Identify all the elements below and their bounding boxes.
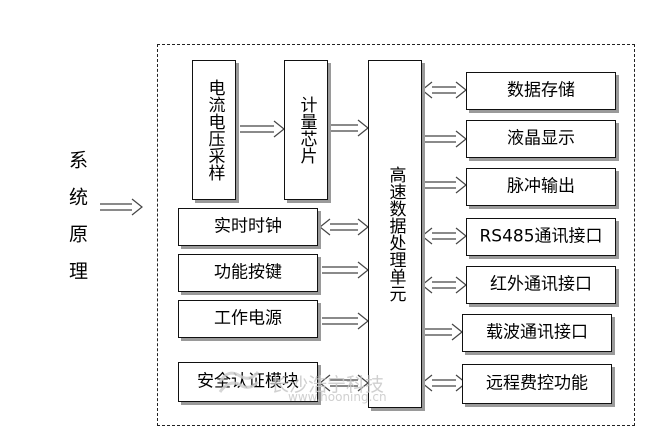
current-voltage-sampling-box: 电流电压采样: [192, 60, 236, 200]
arrow-power-to-processor: [322, 312, 369, 330]
arrow-to-lcd: [422, 130, 467, 148]
rtc-label: 实时时钟: [214, 216, 282, 237]
power-label: 工作电源: [214, 308, 282, 329]
arrow-to-pulse: [422, 176, 467, 194]
current-voltage-sampling-label: 电流电压采样: [204, 79, 225, 181]
arrow-rs485-bidirectional: [421, 227, 467, 245]
output-label-infrared: 红外通讯接口: [490, 274, 592, 295]
rtc-box: 实时时钟: [178, 208, 318, 246]
function-keys-box: 功能按键: [178, 254, 318, 292]
security-module-box: 安全认证模块: [178, 362, 318, 402]
arrow-storage-bidirectional: [421, 81, 467, 99]
arrow-sampling-to-chip: [240, 120, 285, 138]
watermark-url: www.hooning.cn: [288, 390, 387, 404]
output-box-carrier: 载波通讯接口: [462, 314, 612, 352]
output-label-lcd: 液晶显示: [507, 128, 575, 149]
side-title: 系统原理: [66, 150, 88, 298]
function-keys-label: 功能按键: [214, 262, 282, 283]
metering-chip-label: 计量芯片: [296, 96, 317, 164]
output-label-carrier: 载波通讯接口: [486, 322, 588, 343]
output-box-remote-control: 远程费控功能: [462, 364, 612, 404]
output-label-rs485: RS485通讯接口: [479, 226, 603, 247]
arrow-carrier: [422, 323, 463, 341]
output-label-storage: 数据存储: [507, 80, 575, 101]
metering-chip-box: 计量芯片: [284, 60, 328, 200]
arrow-infrared-bidirectional: [421, 276, 467, 294]
output-label-pulse: 脉冲输出: [507, 176, 575, 197]
output-box-storage: 数据存储: [466, 72, 616, 110]
output-box-rs485: RS485通讯接口: [466, 218, 616, 256]
arrow-chip-to-processor: [330, 119, 369, 137]
output-box-pulse: 脉冲输出: [466, 168, 616, 206]
processor-unit-label: 高速数据处理单元: [385, 166, 406, 302]
watermark-brand: 长沙浩宁科技: [270, 374, 385, 396]
arrow-keys-to-processor: [322, 261, 369, 279]
processor-unit-box: 高速数据处理单元: [368, 60, 422, 408]
arrow-rtc-bidirectional: [319, 218, 369, 236]
arrow-system-to-frame: [100, 198, 143, 216]
output-box-lcd: 液晶显示: [466, 120, 616, 158]
watermark-logo-icon: [218, 371, 260, 393]
output-label-remote-control: 远程费控功能: [486, 373, 588, 394]
power-box: 工作电源: [178, 300, 318, 338]
system-boundary-frame: [157, 44, 635, 426]
output-box-infrared: 红外通讯接口: [466, 266, 616, 304]
arrow-remote-bidirectional: [421, 374, 467, 392]
